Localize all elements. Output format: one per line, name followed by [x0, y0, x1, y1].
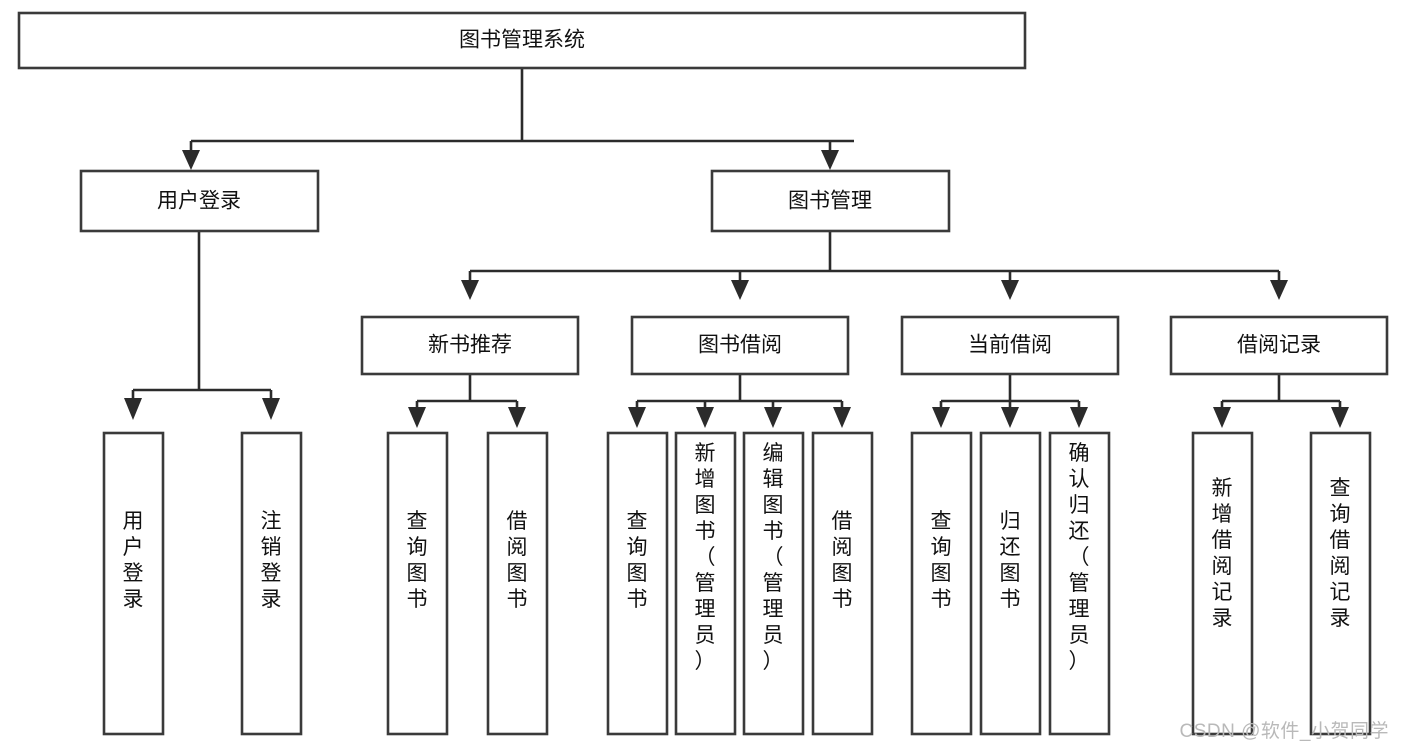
node-user-login[interactable]: 用户登录: [79, 169, 320, 233]
leaf-borrow-book-1-label: 借阅图书: [507, 510, 528, 611]
leaf-query-book-3-label: 查询图书: [931, 510, 952, 611]
leaf-add-book-admin-label: 新增图书（管理员）: [695, 442, 716, 673]
leaf-add-borrow-record-label: 新增借阅记录: [1212, 477, 1233, 630]
node-book-management-label: 图书管理: [788, 190, 872, 213]
leaf-user-login[interactable]: 用户登录: [102, 431, 165, 736]
node-book-borrow-label: 图书借阅: [698, 334, 782, 357]
leaf-logout-label: 注销登录: [261, 510, 282, 611]
leaf-query-borrow-record[interactable]: 查询借阅记录: [1309, 431, 1372, 736]
leaf-query-borrow-record-label: 查询借阅记录: [1330, 477, 1351, 630]
leaf-return-book[interactable]: 归还图书: [979, 431, 1042, 736]
node-borrow-records-label: 借阅记录: [1237, 334, 1321, 357]
leaf-user-login-label: 用户登录: [123, 510, 144, 611]
node-root-label: 图书管理系统: [459, 29, 585, 52]
node-book-borrow[interactable]: 图书借阅: [630, 315, 850, 376]
connector-bookmgmt-to-level3: [461, 231, 1288, 300]
leaf-query-book-2-label: 查询图书: [627, 510, 648, 611]
connector-current-to-leaves: [932, 374, 1088, 428]
node-user-login-label: 用户登录: [157, 190, 241, 213]
leaf-query-book-1-label: 查询图书: [407, 510, 428, 611]
leaf-add-book-admin[interactable]: 新增图书（管理员）: [674, 431, 737, 736]
leaf-query-book-1[interactable]: 查询图书: [386, 431, 449, 736]
node-current-borrow[interactable]: 当前借阅: [900, 315, 1120, 376]
node-root[interactable]: 图书管理系统: [17, 11, 1027, 70]
leaf-borrow-book-2[interactable]: 借阅图书: [811, 431, 874, 736]
connector-records-to-leaves: [1213, 374, 1349, 428]
connector-root-to-level2: [182, 68, 854, 170]
leaf-edit-book-admin-label: 编辑图书（管理员）: [763, 442, 784, 673]
leaf-logout[interactable]: 注销登录: [240, 431, 303, 736]
node-book-management[interactable]: 图书管理: [710, 169, 951, 233]
leaf-add-borrow-record[interactable]: 新增借阅记录: [1191, 431, 1254, 736]
connector-newbook-to-leaves: [408, 374, 526, 428]
leaf-borrow-book-1[interactable]: 借阅图书: [486, 431, 549, 736]
node-borrow-records[interactable]: 借阅记录: [1169, 315, 1389, 376]
leaf-edit-book-admin[interactable]: 编辑图书（管理员）: [742, 431, 805, 736]
connector-borrow-to-leaves: [628, 374, 851, 428]
node-new-book-recommend-label: 新书推荐: [428, 334, 512, 357]
node-current-borrow-label: 当前借阅: [968, 334, 1052, 357]
leaf-confirm-return-admin[interactable]: 确认归还（管理员）: [1048, 431, 1111, 736]
leaf-confirm-return-admin-label: 确认归还（管理员）: [1069, 442, 1090, 673]
node-new-book-recommend[interactable]: 新书推荐: [360, 315, 580, 376]
connector-userlogin-to-leaves: [124, 231, 280, 420]
leaf-borrow-book-2-label: 借阅图书: [832, 510, 853, 611]
leaf-query-book-2[interactable]: 查询图书: [606, 431, 669, 736]
leaf-query-book-3[interactable]: 查询图书: [910, 431, 973, 736]
leaf-return-book-label: 归还图书: [1000, 510, 1021, 611]
